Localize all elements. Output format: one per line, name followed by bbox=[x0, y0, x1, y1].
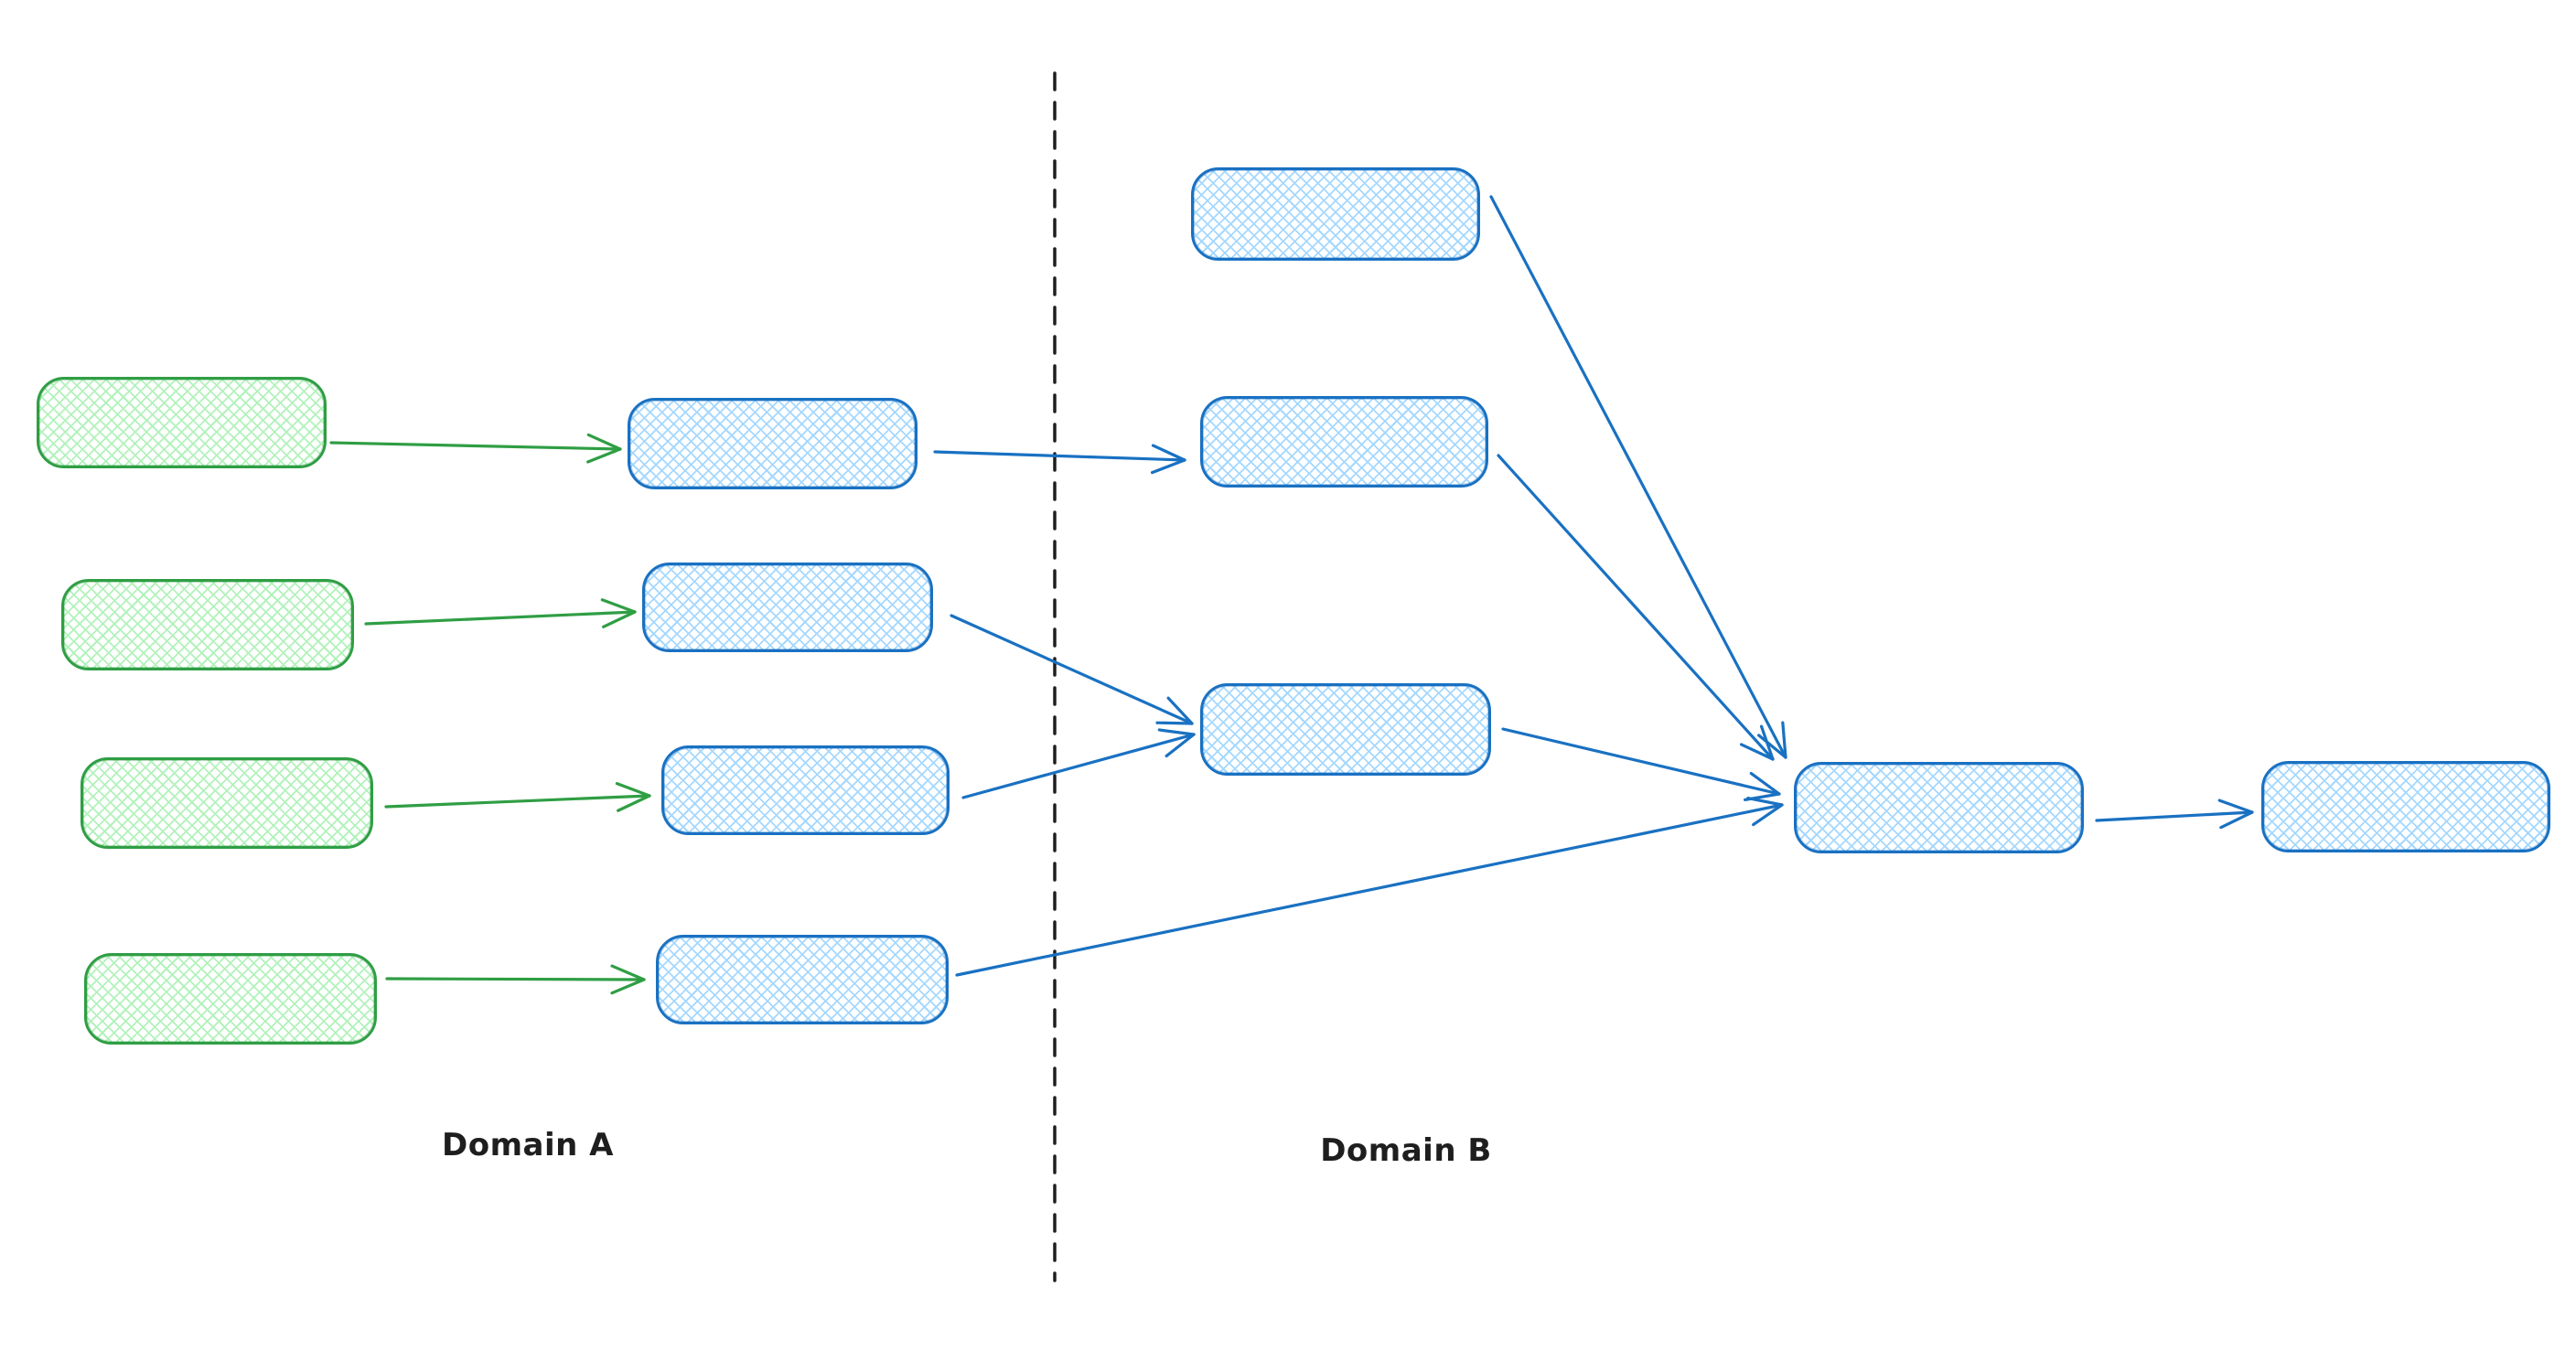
arrow-domainb1-to-hub bbox=[1489, 195, 1787, 759]
domain-b-box-2[interactable] bbox=[1200, 396, 1488, 488]
domain-a-label: Domain A bbox=[442, 1127, 614, 1163]
arrow-stage3-to-domainb3 bbox=[961, 728, 1196, 799]
arrow-source4-to-stage4 bbox=[385, 964, 646, 995]
domain-a-source-box-4[interactable] bbox=[84, 953, 377, 1045]
domain-b-hub-box[interactable] bbox=[1794, 762, 2084, 853]
arrow-hub-to-output bbox=[2095, 799, 2254, 830]
domain-b-output-box[interactable] bbox=[2261, 761, 2550, 852]
domain-a-stage-box-3[interactable] bbox=[661, 745, 950, 835]
domain-b-box-3[interactable] bbox=[1200, 683, 1491, 776]
domain-b-label: Domain B bbox=[1320, 1132, 1492, 1169]
domain-a-stage-box-1[interactable] bbox=[628, 398, 918, 489]
domain-a-source-box-2[interactable] bbox=[61, 579, 354, 670]
arrow-source2-to-stage2 bbox=[364, 598, 637, 628]
arrow-domainb3-to-hub bbox=[1501, 727, 1781, 801]
arrow-stage2-to-domainb3 bbox=[950, 614, 1194, 725]
arrow-source1-to-stage1 bbox=[329, 433, 622, 464]
domain-a-source-box-3[interactable] bbox=[80, 757, 373, 849]
domain-a-source-box-1[interactable] bbox=[37, 377, 327, 468]
arrow-source3-to-stage3 bbox=[384, 782, 651, 812]
domain-a-stage-box-2[interactable] bbox=[642, 563, 933, 652]
arrow-stage4-to-hub bbox=[955, 796, 1784, 977]
arrow-stage1-to-domainb2 bbox=[933, 444, 1186, 475]
domain-a-stage-box-4[interactable] bbox=[656, 935, 949, 1024]
domain-b-box-1[interactable] bbox=[1191, 167, 1480, 261]
arrow-domainb2-to-hub bbox=[1497, 454, 1775, 761]
